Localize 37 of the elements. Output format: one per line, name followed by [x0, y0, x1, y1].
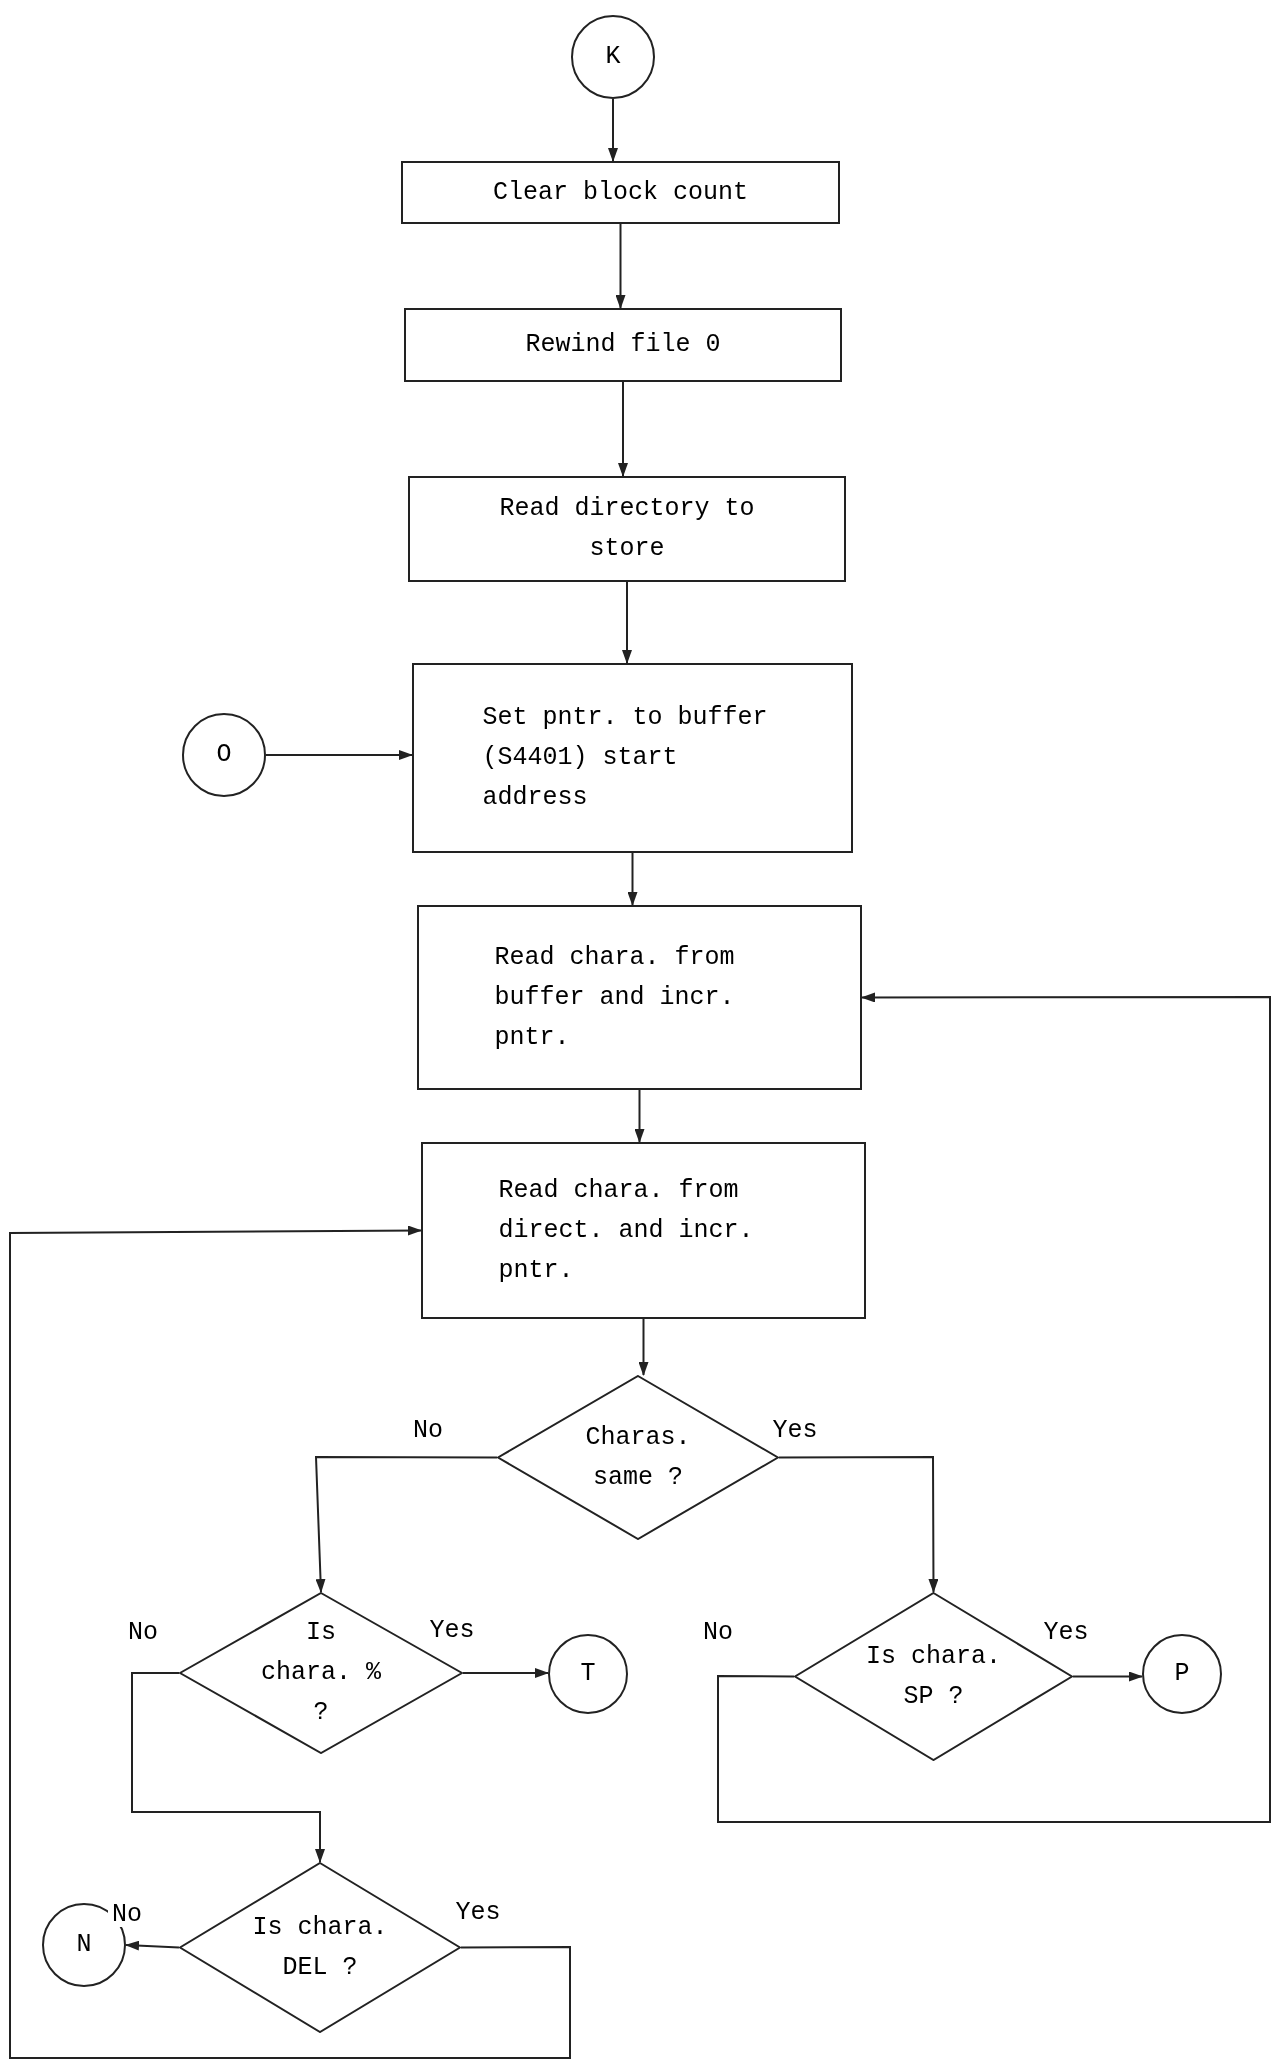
arrow: [1072, 1671, 1143, 1682]
arrow: [314, 1456, 498, 1593]
node-text: T: [580, 1658, 596, 1690]
node-text: N: [76, 1929, 92, 1961]
arrow: [265, 750, 413, 760]
node-text: Is chara. DEL ?: [251, 1911, 389, 1984]
process-box: [421, 1142, 866, 1319]
process-box: [408, 476, 846, 582]
arrow: [622, 581, 632, 664]
node-text: Clear block count: [492, 176, 748, 209]
node-text: Set pntr. to buffer (S4401) start address: [482, 702, 769, 814]
node-text: Is chara. SP ?: [865, 1640, 1002, 1713]
arrow: [627, 852, 638, 906]
process-box: [404, 308, 842, 382]
arrow: [618, 381, 628, 477]
arrow: [9, 1225, 571, 2059]
process-box: [412, 663, 853, 853]
arrow: [608, 98, 618, 162]
arrow: [462, 1668, 549, 1678]
node-text: Is chara. % ?: [260, 1617, 382, 1729]
arrow: [717, 992, 1271, 1823]
node-text: Rewind file 0: [525, 329, 721, 361]
node-text: Charas. same ?: [584, 1421, 692, 1494]
node-text: Read chara. from buffer and incr. pntr.: [494, 941, 736, 1054]
node-text: Read directory to store: [498, 493, 756, 565]
arrow: [615, 223, 626, 309]
process-box: [401, 161, 840, 224]
node-text: K: [605, 41, 621, 73]
arrow: [125, 1940, 180, 1951]
arrow: [131, 1672, 325, 1863]
node-text: Read chara. from direct. and incr. pntr.: [498, 1174, 755, 1287]
arrow: [778, 1456, 939, 1593]
process-box: [417, 905, 862, 1090]
node-text: P: [1174, 1658, 1190, 1690]
arrow: [634, 1089, 645, 1143]
arrow: [638, 1318, 649, 1376]
node-text: O: [216, 739, 232, 771]
